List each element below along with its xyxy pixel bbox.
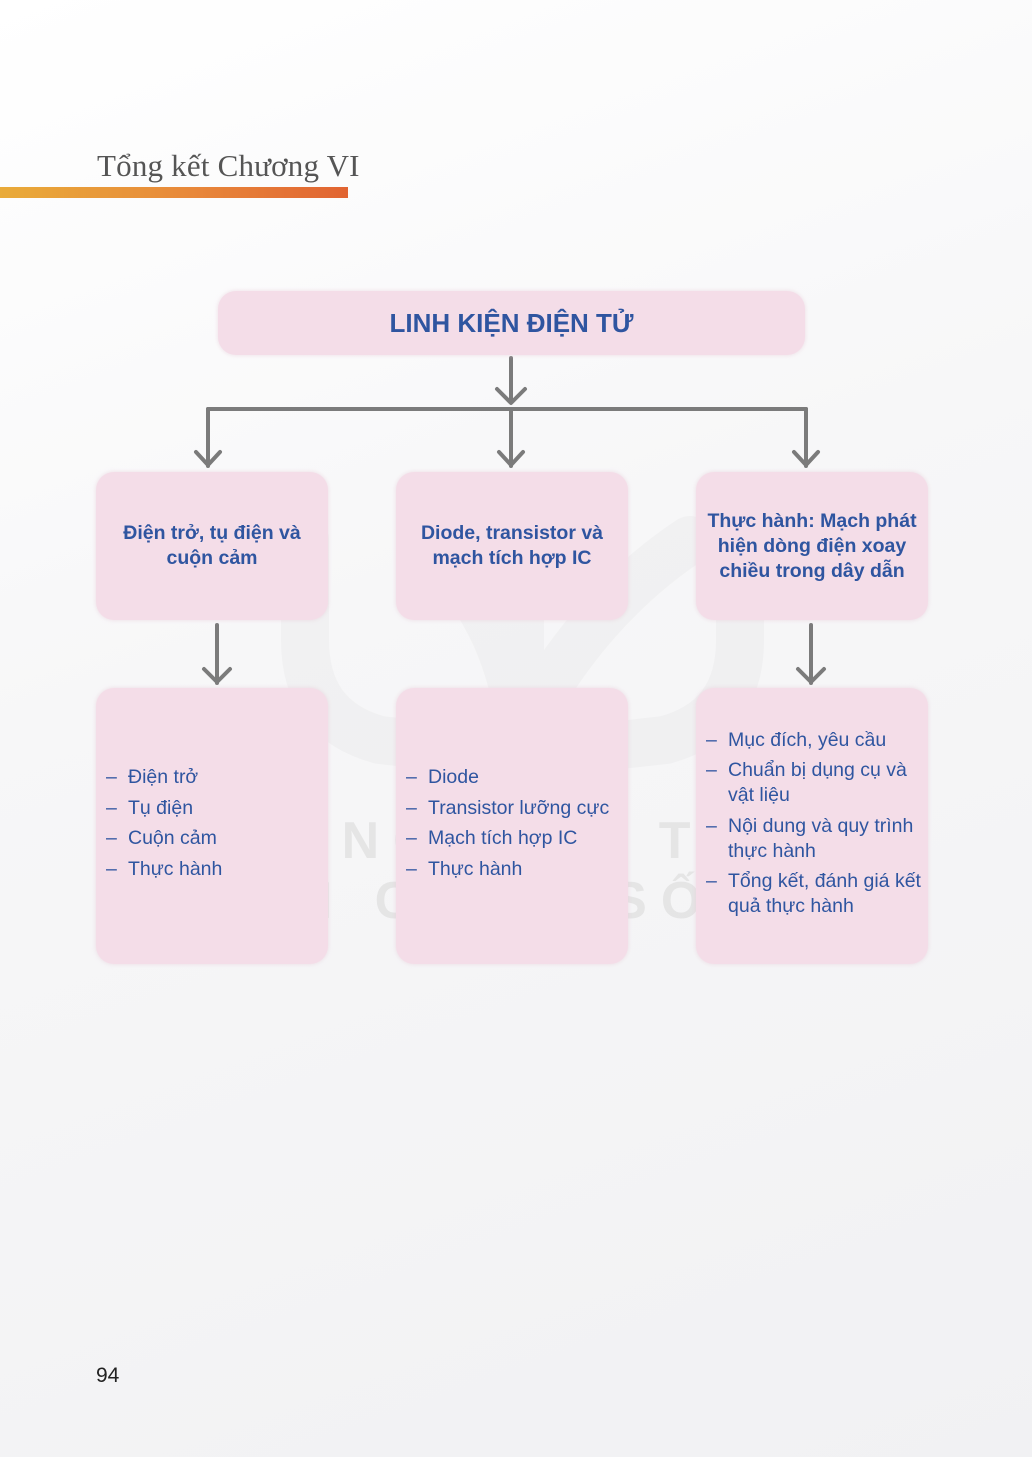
page-number: 94	[96, 1364, 120, 1387]
branch-node-diode-transistor-ic: Diode, transistor và mạch tích hợp IC	[396, 472, 628, 620]
list-item: Cuộn cảm	[106, 826, 222, 851]
title-underline-bar	[0, 187, 348, 198]
list-item: Mục đích, yêu cầu	[706, 728, 922, 753]
list-item: Tổng kết, đánh giá kết quả thực hành	[706, 869, 922, 919]
item-list: Điện trở Tụ điện Cuộn cảm Thực hành	[106, 765, 222, 887]
item-list-box-right: Mục đích, yêu cầu Chuẩn bị dụng cụ và vậ…	[696, 688, 928, 964]
item-list-box-middle: Diode Transistor lưỡng cực Mạch tích hợp…	[396, 688, 628, 964]
item-list: Diode Transistor lưỡng cực Mạch tích hợp…	[406, 765, 609, 887]
branch-title: Điện trở, tụ điện và cuộn cảm	[123, 522, 301, 569]
branch-title: Diode, transistor và mạch tích hợp IC	[420, 522, 604, 569]
item-list: Mục đích, yêu cầu Chuẩn bị dụng cụ và vậ…	[706, 728, 922, 925]
chapter-title: Tổng kết Chương VI	[97, 148, 360, 183]
list-item: Chuẩn bị dụng cụ và vật liệu	[706, 758, 922, 808]
branch-title: Thực hành: Mạch phát hiện dòng điện xoay…	[707, 509, 917, 582]
list-item: Thực hành	[406, 857, 609, 882]
list-item: Điện trở	[106, 765, 222, 790]
root-node-label: LINH KIỆN ĐIỆN TỬ	[389, 307, 634, 338]
branch-node-resistor-capacitor-inductor: Điện trở, tụ điện và cuộn cảm	[96, 472, 328, 620]
list-item: Nội dung và quy trình thực hành	[706, 814, 922, 864]
list-item: Diode	[406, 765, 609, 790]
list-item: Thực hành	[106, 857, 222, 882]
item-list-box-left: Điện trở Tụ điện Cuộn cảm Thực hành	[96, 688, 328, 964]
list-item: Tụ điện	[106, 796, 222, 821]
root-node: LINH KIỆN ĐIỆN TỬ	[218, 291, 805, 355]
branch-node-practice-ac-detector: Thực hành: Mạch phát hiện dòng điện xoay…	[696, 472, 928, 620]
list-item: Mạch tích hợp IC	[406, 826, 609, 851]
list-item: Transistor lưỡng cực	[406, 796, 609, 821]
